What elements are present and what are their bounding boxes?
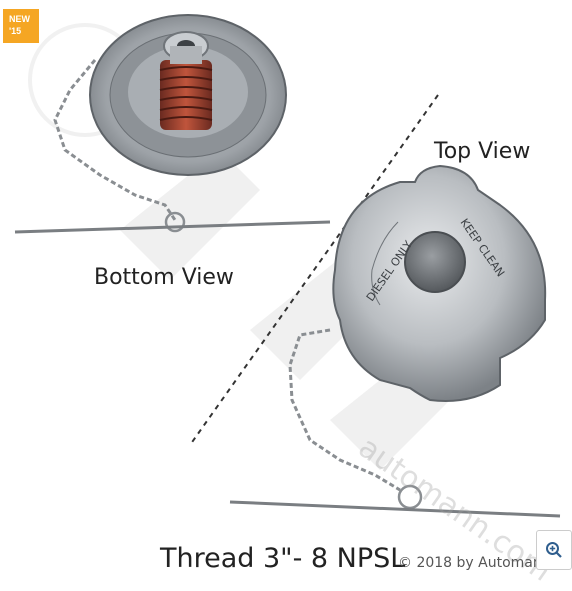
- new-badge: NEW '15: [3, 9, 39, 43]
- bottom-view-cap: [89, 14, 287, 176]
- thread-label: Thread 3"- 8 NPSL: [160, 543, 406, 574]
- bottom-chain: [53, 59, 186, 233]
- divider-line: [189, 94, 439, 446]
- badge-line2: '15: [9, 26, 22, 36]
- top-view-label: Top View: [434, 139, 531, 164]
- zoom-in-icon: [546, 542, 562, 558]
- zoom-button[interactable]: [536, 530, 572, 570]
- top-view-cap: [332, 164, 547, 402]
- bottom-wire: [14, 220, 331, 234]
- bottom-view-label: Bottom View: [94, 265, 234, 290]
- copyright-text: © 2018 by Automann: [398, 555, 551, 571]
- top-chain: [288, 328, 423, 510]
- top-wire: [229, 500, 561, 518]
- badge-line1: NEW: [9, 14, 30, 24]
